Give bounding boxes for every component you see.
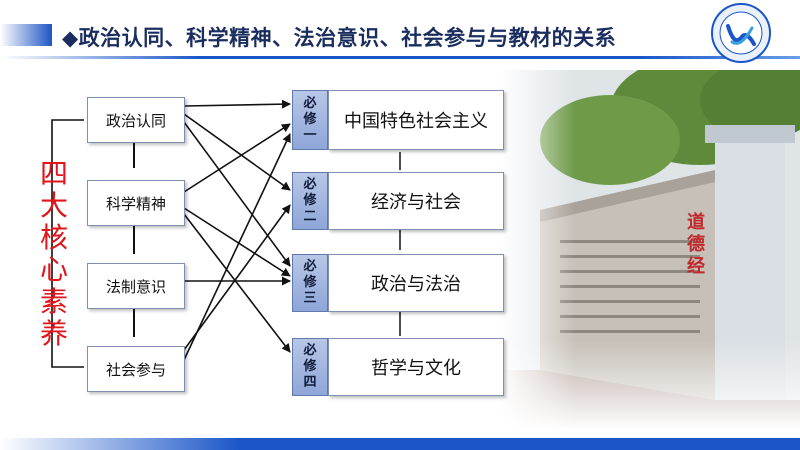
page-title: ◆政治认同、科学精神、法治意识、社会参与与教材的关系 xyxy=(62,26,617,50)
core-literacy-group-label: 四大核心素养 xyxy=(39,157,68,350)
wall-photo xyxy=(500,70,800,430)
footer-bar xyxy=(0,438,800,450)
literacy-social-participation: 社会参与 xyxy=(87,346,185,392)
arrow-2-4 xyxy=(183,213,291,353)
arrow-1-1 xyxy=(183,99,291,109)
header-divider xyxy=(0,56,800,59)
literacy-political-identity: 政治认同 xyxy=(87,97,185,143)
module-tag-3: 必 修 三 xyxy=(292,254,328,312)
module-tag-1: 必 修 一 xyxy=(292,90,328,150)
header-accent-bar xyxy=(0,24,52,46)
module-tag-2: 必 修 二 xyxy=(292,172,328,230)
literacy-scientific-spirit: 科学精神 xyxy=(87,180,185,226)
arrow-4-1 xyxy=(183,133,291,361)
bracket-line xyxy=(51,119,84,368)
module-socialism: 中国特色社会主义 xyxy=(328,90,504,150)
school-logo xyxy=(711,3,771,63)
module-philosophy-culture: 哲学与文化 xyxy=(328,338,504,396)
module-economy-society: 经济与社会 xyxy=(328,172,504,230)
arrow-4-2 xyxy=(183,204,291,351)
arrow-2-1 xyxy=(183,123,291,193)
arrow-2-3 xyxy=(183,207,291,277)
literacy-legal-awareness: 法制意识 xyxy=(87,263,185,309)
arrow-1-2 xyxy=(183,113,291,191)
module-politics-law: 政治与法治 xyxy=(328,254,504,312)
arrow-1-3 xyxy=(183,121,291,267)
photo-inscription: 道 德 经 xyxy=(687,212,705,277)
module-tag-4: 必 修 四 xyxy=(292,338,328,396)
